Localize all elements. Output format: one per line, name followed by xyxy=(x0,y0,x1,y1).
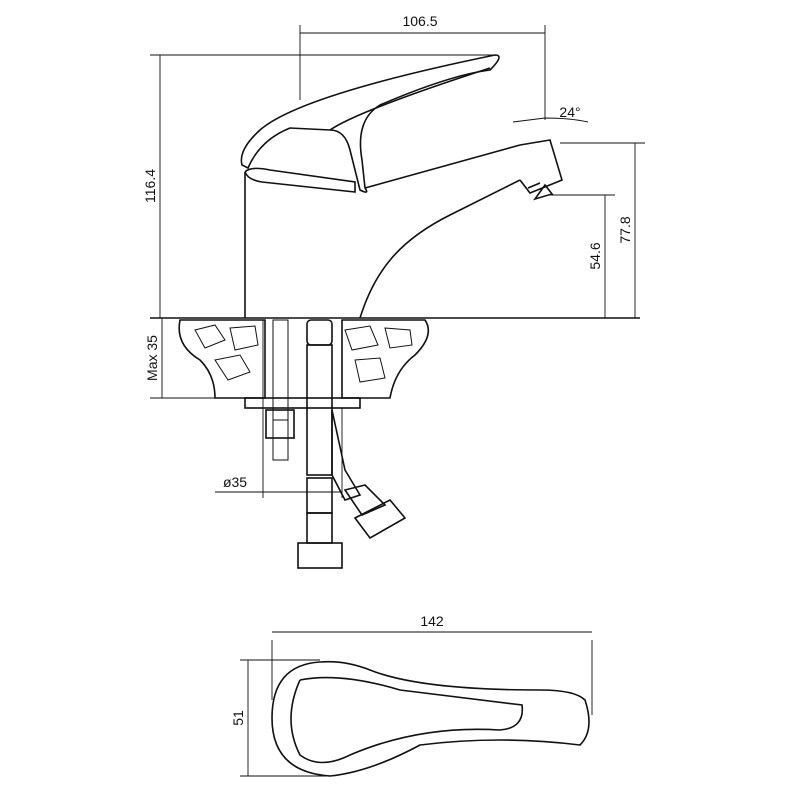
spout-outlet xyxy=(519,139,563,201)
counter-left-stone xyxy=(178,319,266,399)
dim-hole-diameter: ø35 xyxy=(223,474,247,490)
hose-1-top xyxy=(306,319,333,346)
dim-spout-angle: 24° xyxy=(559,104,580,120)
body-cap xyxy=(244,167,356,193)
plan-inner-outline xyxy=(290,676,524,764)
stone-texture xyxy=(194,324,413,383)
faucet-side-view xyxy=(240,54,563,319)
dim-line-outlet-height xyxy=(550,194,615,318)
dim-line-spout-height xyxy=(560,142,645,318)
dim-plan-length: 142 xyxy=(420,613,444,629)
dim-line-total-height xyxy=(150,54,495,318)
faucet-plan-view: 142 51 xyxy=(230,613,593,777)
hose-2-ferrule xyxy=(343,484,387,516)
counter-right-stone xyxy=(341,319,430,399)
dim-outlet-height: 54.6 xyxy=(587,242,603,269)
hose-1-ferrule xyxy=(306,512,333,544)
dim-plan-width: 51 xyxy=(230,710,246,726)
mounting-nut xyxy=(265,409,295,439)
braided-hose-2 xyxy=(331,409,362,501)
lever-handle xyxy=(240,54,500,193)
dim-line-angle xyxy=(512,117,589,123)
dim-spout-height: 77.8 xyxy=(617,216,633,243)
braided-hose-1 xyxy=(306,344,333,476)
mounting-washer xyxy=(244,397,361,409)
hose-1-nut xyxy=(297,542,343,569)
threaded-rod-lower xyxy=(272,419,289,461)
dim-line-hole xyxy=(215,320,343,498)
dimensions-side: 106.5 24° 116.4 54.6 77.8 Max 35 ø35 xyxy=(142,13,645,498)
dim-line-top-width xyxy=(299,25,546,120)
hose-2-nut xyxy=(353,498,407,540)
threaded-rod xyxy=(272,319,289,421)
dim-total-height: 116.4 xyxy=(142,169,158,203)
plan-outline xyxy=(271,660,590,777)
dim-line-plan-width xyxy=(240,659,330,777)
dim-counter-thickness: Max 35 xyxy=(144,335,160,381)
lever-inner xyxy=(329,67,491,131)
spout-top xyxy=(364,144,521,189)
faucet-body xyxy=(244,172,521,319)
braided-hose-1-lower xyxy=(306,477,333,514)
dim-top-width: 106.5 xyxy=(402,13,437,29)
dim-line-plan-length xyxy=(271,631,593,715)
counter-section xyxy=(150,317,640,569)
